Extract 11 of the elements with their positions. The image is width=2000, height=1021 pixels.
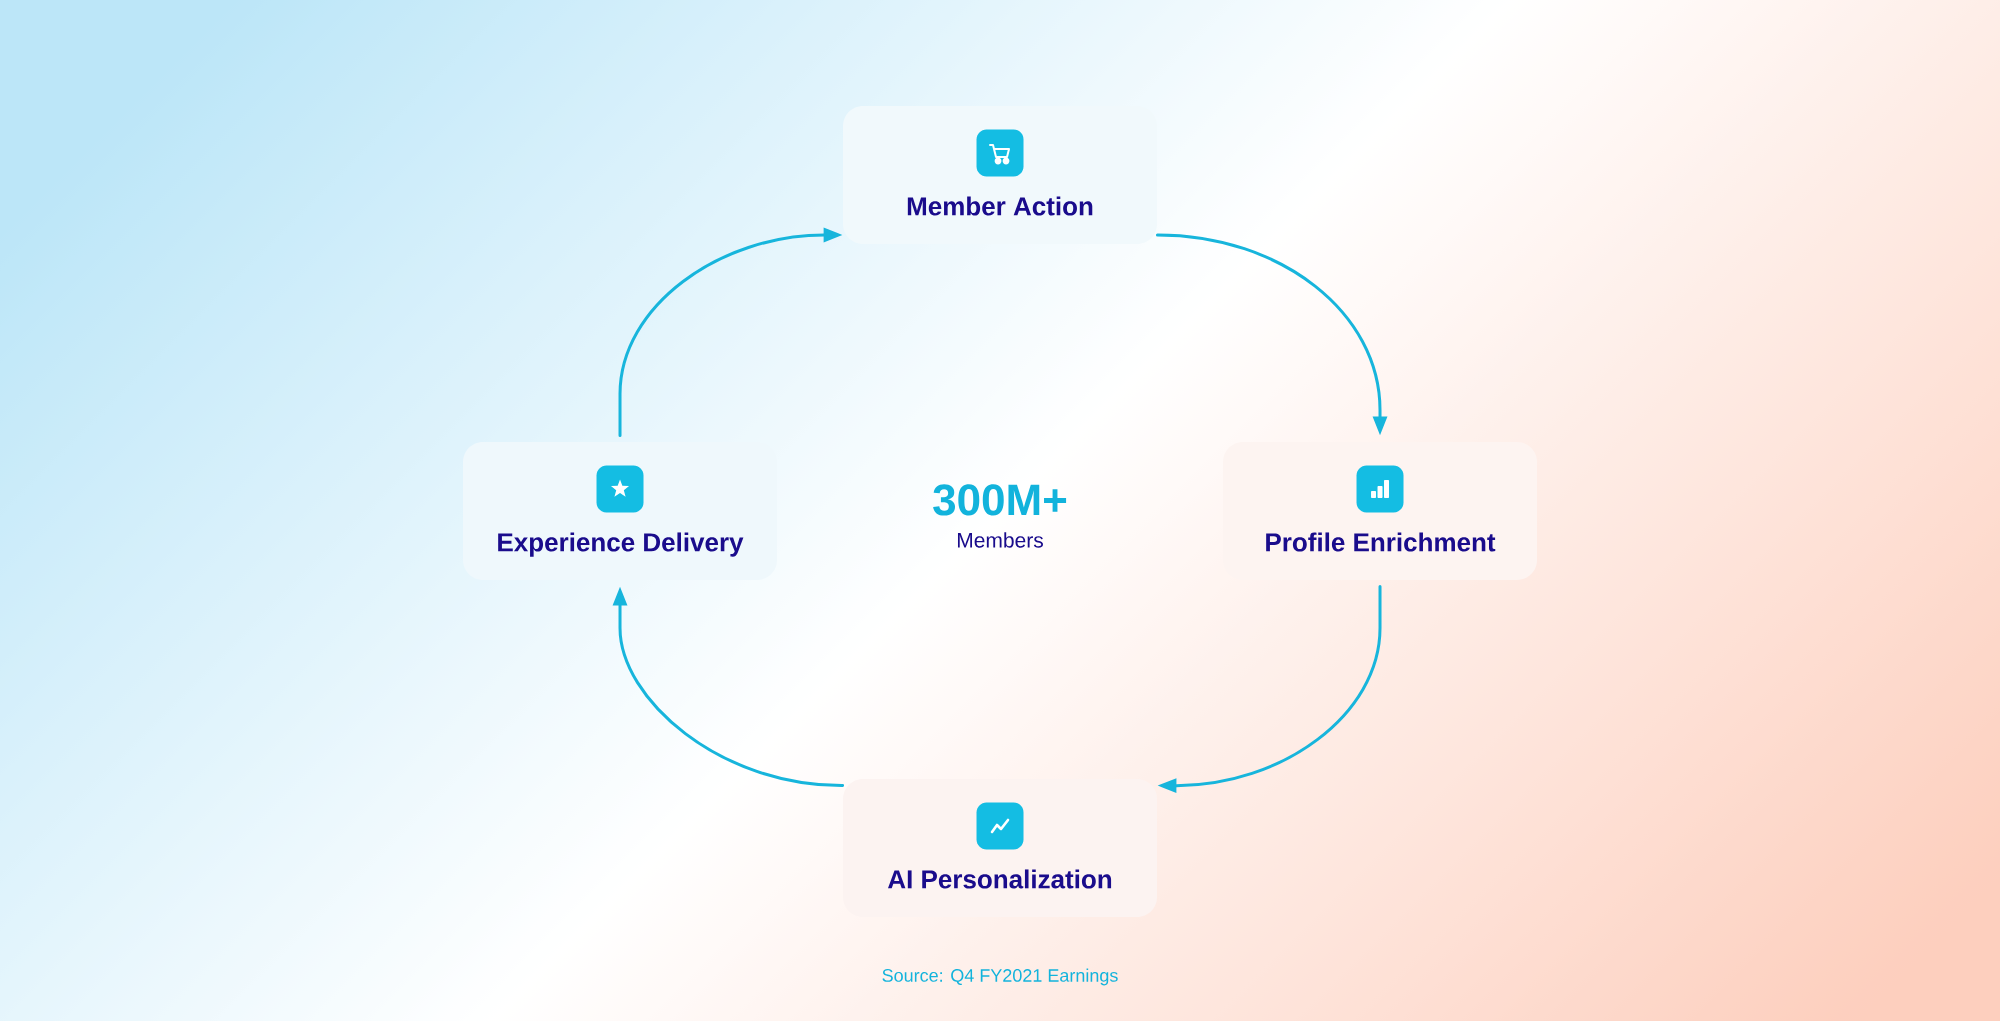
step-card: AI Personalization	[843, 779, 1157, 917]
step-card: Member Action	[843, 106, 1157, 244]
step-card: Experience Delivery	[463, 442, 777, 580]
node-label: Experience Delivery	[498, 532, 744, 557]
node-label: Profile Enrichment	[1266, 532, 1496, 552]
node-label: Member Action	[907, 196, 1093, 216]
node-label: AI Personalization	[887, 869, 1112, 889]
big-number: 300M+	[933, 484, 1067, 516]
source-note: Source: Q4 FY2021 Earnings	[882, 968, 1118, 986]
step-card: Profile Enrichment	[1223, 442, 1537, 580]
stat-label: Members	[958, 532, 1043, 548]
